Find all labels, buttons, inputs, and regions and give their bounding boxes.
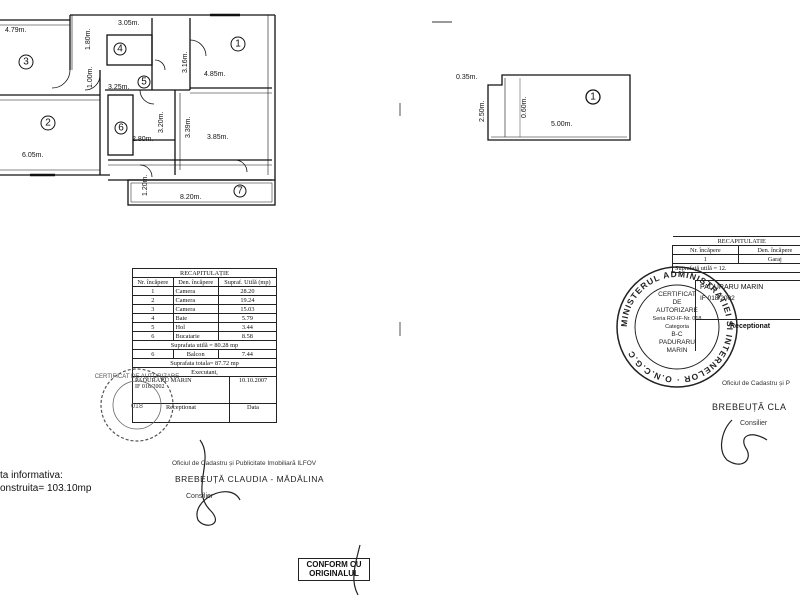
dim-label: 1.00m. <box>87 67 94 88</box>
stamp-line: Categoria <box>665 324 690 330</box>
col-header: Nr. încăpere <box>132 277 174 287</box>
room-numbers: 1 2 3 4 5 6 7 <box>18 36 247 198</box>
dim-label: 3.16m. <box>182 52 189 73</box>
stamp-line: CERTIFICAT <box>658 291 696 298</box>
room-3-label: 3 <box>23 57 29 68</box>
dim-label: 0.35m. <box>456 74 477 81</box>
executant-date: 10.10.2007 <box>229 376 277 404</box>
stamp-line: MARIN <box>667 347 688 354</box>
dim-label: 0.60m. <box>521 97 528 118</box>
stamp-left: CERTIFICAT DE AUTORIZARE 018 <box>95 368 180 442</box>
conform-line2: ORIGINALUL <box>309 569 359 578</box>
dim-label: 3.05m. <box>118 20 139 27</box>
recap-table-left: RECAPITULAȚIE Nr. încăpere Den. încăpere… <box>132 268 278 423</box>
data-label: Data <box>229 403 277 423</box>
dimension-labels: 4.79m. 3.05m. 1.80m. 1.00m. 3.25m. 3.16m… <box>5 20 228 201</box>
signature-scribble-conform <box>353 544 361 596</box>
dim-label: 4.79m. <box>5 27 26 34</box>
stamp-line: Seria RO-IF-Nr. 018 <box>653 316 702 322</box>
recap-table-right: RECAPITULATIE Nr. încăpere Den. încăpere… <box>672 236 800 273</box>
stamp-line: B-C <box>671 331 683 338</box>
dim-label: 5.00m. <box>551 121 572 128</box>
useful-total: Suprafață utilă = 12. <box>672 263 800 273</box>
dim-label: 1.80m. <box>85 29 92 50</box>
stamp-right: MINISTERUL ADMINISTRATIEI SI INTERNELOR … <box>616 266 738 388</box>
room-1-label: 1 <box>235 39 241 50</box>
room-5-label: 5 <box>141 77 147 88</box>
conform-line1: CONFORM CU <box>306 560 362 569</box>
receptionat-label: Receptionat <box>730 323 771 330</box>
dim-label: 3.20m. <box>158 112 165 133</box>
office-signer: BREBEUȚĂ CLAUDIA - MĂDĂLINA <box>175 474 325 484</box>
room-2-label: 2 <box>45 118 51 129</box>
office-line1: Oficiul de Cadastru și Publicitate Imobi… <box>172 460 317 467</box>
recap-title: RECAPITULATIE <box>672 236 800 246</box>
grand-total: Suprafata totala= 87.72 mp <box>132 358 277 368</box>
col-header: Nr. încăpere <box>672 245 739 255</box>
dim-label: 6.05m. <box>22 152 43 159</box>
info-line2: onstruita= 103.10mp <box>0 483 92 494</box>
dim-label: 2.80m. <box>132 136 153 143</box>
dim-label: 3.39m. <box>185 117 192 138</box>
dim-label: 3.25m. <box>108 84 129 91</box>
stamp-left-center: 018 <box>131 403 143 410</box>
conform-stamp: CONFORM CU ORIGINALUL <box>298 558 370 581</box>
office-role: Consilier <box>186 493 214 500</box>
signature-scribble-right <box>720 419 768 465</box>
dim-label: 2.50m. <box>479 101 486 122</box>
floor-plan-garage <box>487 74 631 141</box>
col-header: Den. încăpere <box>172 277 219 287</box>
floor-plan-apartment <box>0 13 276 206</box>
room-4-label: 4 <box>117 44 123 55</box>
room-7-label: 7 <box>237 186 243 197</box>
stamp-line: DE <box>672 299 682 306</box>
executant-code: IF 018/2002 <box>135 384 165 390</box>
stamp-line: AUTORIZARE <box>656 307 698 314</box>
info-line1: ta informativa: <box>0 470 63 481</box>
room-6-label: 6 <box>118 123 124 134</box>
executant-box-right: PADURARU MARIN IF 018/2002 Receptionat <box>695 280 800 351</box>
stamp-left-ring: CERTIFICAT DE AUTORIZARE <box>95 374 180 380</box>
col-header: Den. încăpere <box>737 245 800 255</box>
garage-room-label: 1 <box>590 92 596 103</box>
stamp-line: PADURARU <box>659 339 695 346</box>
dim-label: 4.85m. <box>204 71 225 78</box>
office-line1: Oficiul de Cadastru și P <box>722 380 790 387</box>
signature-scribble-left <box>196 439 241 526</box>
recap-title: RECAPITULAȚIE <box>132 268 277 278</box>
executant-name: PADURARU MARIN <box>135 377 192 384</box>
dim-label: 3.85m. <box>207 134 228 141</box>
executant-code: IF 018/2002 <box>700 295 735 302</box>
col-header: Supraf. Utilă (mp) <box>217 277 278 287</box>
office-role: Consilier <box>740 420 768 427</box>
dim-label: 1.20m. <box>142 175 149 196</box>
office-signer: BREBEUȚĂ CLA <box>712 402 787 412</box>
useful-total: Suprafata utilă = 80.28 mp <box>132 340 277 350</box>
executant-name: PADURARU MARIN <box>700 284 764 291</box>
dim-label: 8.20m. <box>180 194 201 201</box>
